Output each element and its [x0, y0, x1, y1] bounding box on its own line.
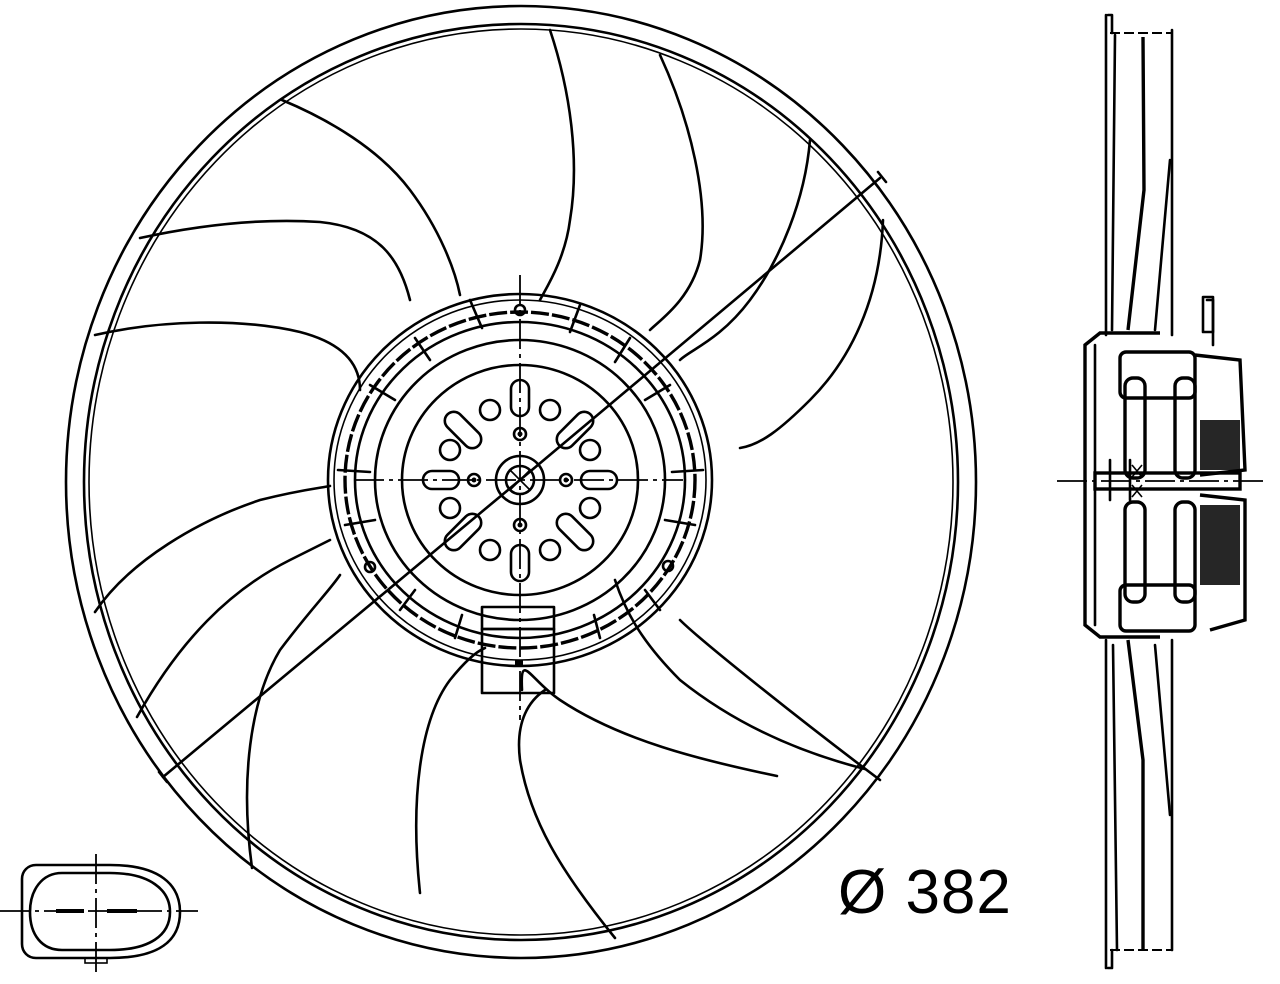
section-line-sw	[161, 478, 522, 779]
motor-connector	[480, 605, 556, 695]
motor-section	[1083, 295, 1247, 639]
fan-blades	[93, 28, 885, 940]
connector-detail	[0, 854, 198, 972]
section-line-ne	[518, 176, 882, 482]
outer-ring	[64, 4, 978, 960]
diameter-dimension-label: Ø 382	[838, 858, 1012, 927]
front-view	[64, 4, 978, 960]
housing-ribs	[336, 298, 705, 640]
side-view	[1057, 13, 1265, 970]
